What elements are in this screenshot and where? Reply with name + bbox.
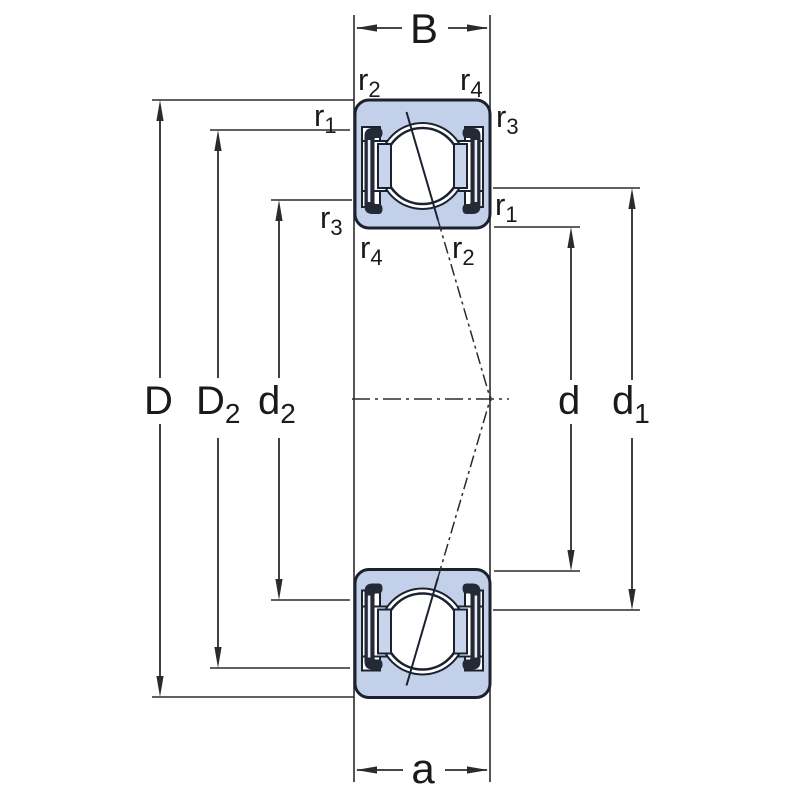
radius-label-r2-bottom: r2: [452, 230, 475, 270]
radius-label-r3-right: r3: [496, 99, 519, 139]
dimension-B: B: [356, 5, 488, 52]
radius-label-r1-right: r1: [495, 187, 518, 227]
dimension-d2: d2: [258, 199, 352, 601]
dimension-d: d: [494, 226, 580, 572]
radius-label-r1-left: r1: [314, 98, 337, 138]
dim-label-B: B: [410, 5, 438, 52]
radius-label-r4-top: r4: [460, 62, 483, 102]
dim-label-D: D: [144, 379, 173, 423]
radius-label-r4-bottom: r4: [360, 230, 383, 270]
radius-label-r2-top: r2: [358, 62, 381, 102]
dim-label-d1: d1: [612, 379, 650, 429]
dim-label-d2: d2: [258, 379, 296, 429]
dim-label-d: d: [558, 379, 580, 423]
dim-label-a: a: [411, 745, 435, 792]
radius-label-r3-left: r3: [320, 200, 343, 240]
dimension-d1: d1: [493, 187, 650, 611]
dimension-a: a: [356, 745, 488, 792]
bearing-section-bottom: [353, 395, 493, 699]
dimension-D: D: [144, 99, 354, 698]
dim-label-D2: D2: [196, 379, 240, 429]
dimension-D2: D2: [196, 129, 350, 669]
